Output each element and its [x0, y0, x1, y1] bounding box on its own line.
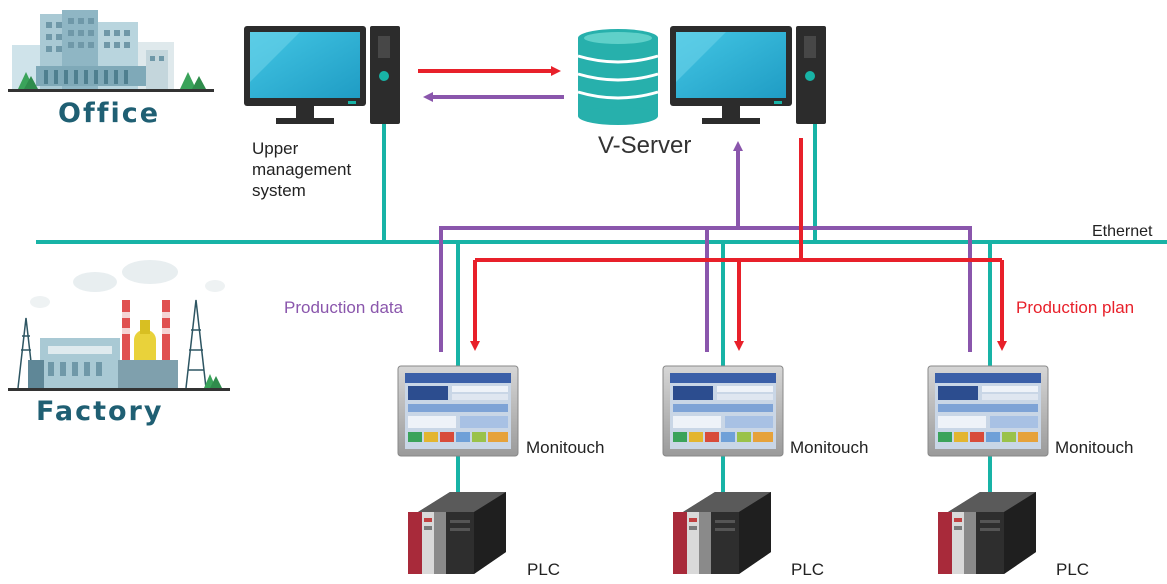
production-data-label: Production data [284, 298, 404, 317]
production-plan-flow [418, 66, 1007, 351]
factory-icon [8, 260, 230, 391]
monitouch-panel-icon [927, 365, 1049, 457]
upper-management-label-line: Upper [252, 139, 299, 158]
plc-label: PLC [527, 560, 561, 579]
monitouch-label: Monitouch [790, 438, 869, 457]
plc-icon [938, 492, 1036, 574]
ethernet-label: Ethernet [1092, 223, 1153, 240]
plc-label: PLC [1056, 560, 1090, 579]
monitouch-panel-icon [662, 365, 784, 457]
upper-management-pc-icon [244, 26, 400, 124]
monitouch-label: Monitouch [1055, 438, 1134, 457]
upper-management-label-line: management [252, 160, 352, 179]
office-zone-title: Office [58, 98, 161, 129]
plc-label: PLC [791, 560, 825, 579]
upper-management-label-line: system [252, 181, 306, 200]
production-data-flow [423, 92, 972, 352]
plc-icon [408, 492, 506, 574]
vserver-pc-icon [670, 26, 826, 124]
monitouch-panel-icon [397, 365, 519, 457]
plc-icon [673, 492, 771, 574]
network-lines [36, 124, 1167, 500]
vserver-label: V-Server [598, 132, 692, 159]
monitouch-label: Monitouch [526, 438, 605, 457]
upper-management-label: Upper management system [252, 138, 351, 201]
factory-zone-title: Factory [36, 396, 164, 427]
office-building-icon [8, 10, 214, 92]
production-plan-label: Production plan [1016, 298, 1135, 317]
database-icon [577, 29, 659, 125]
